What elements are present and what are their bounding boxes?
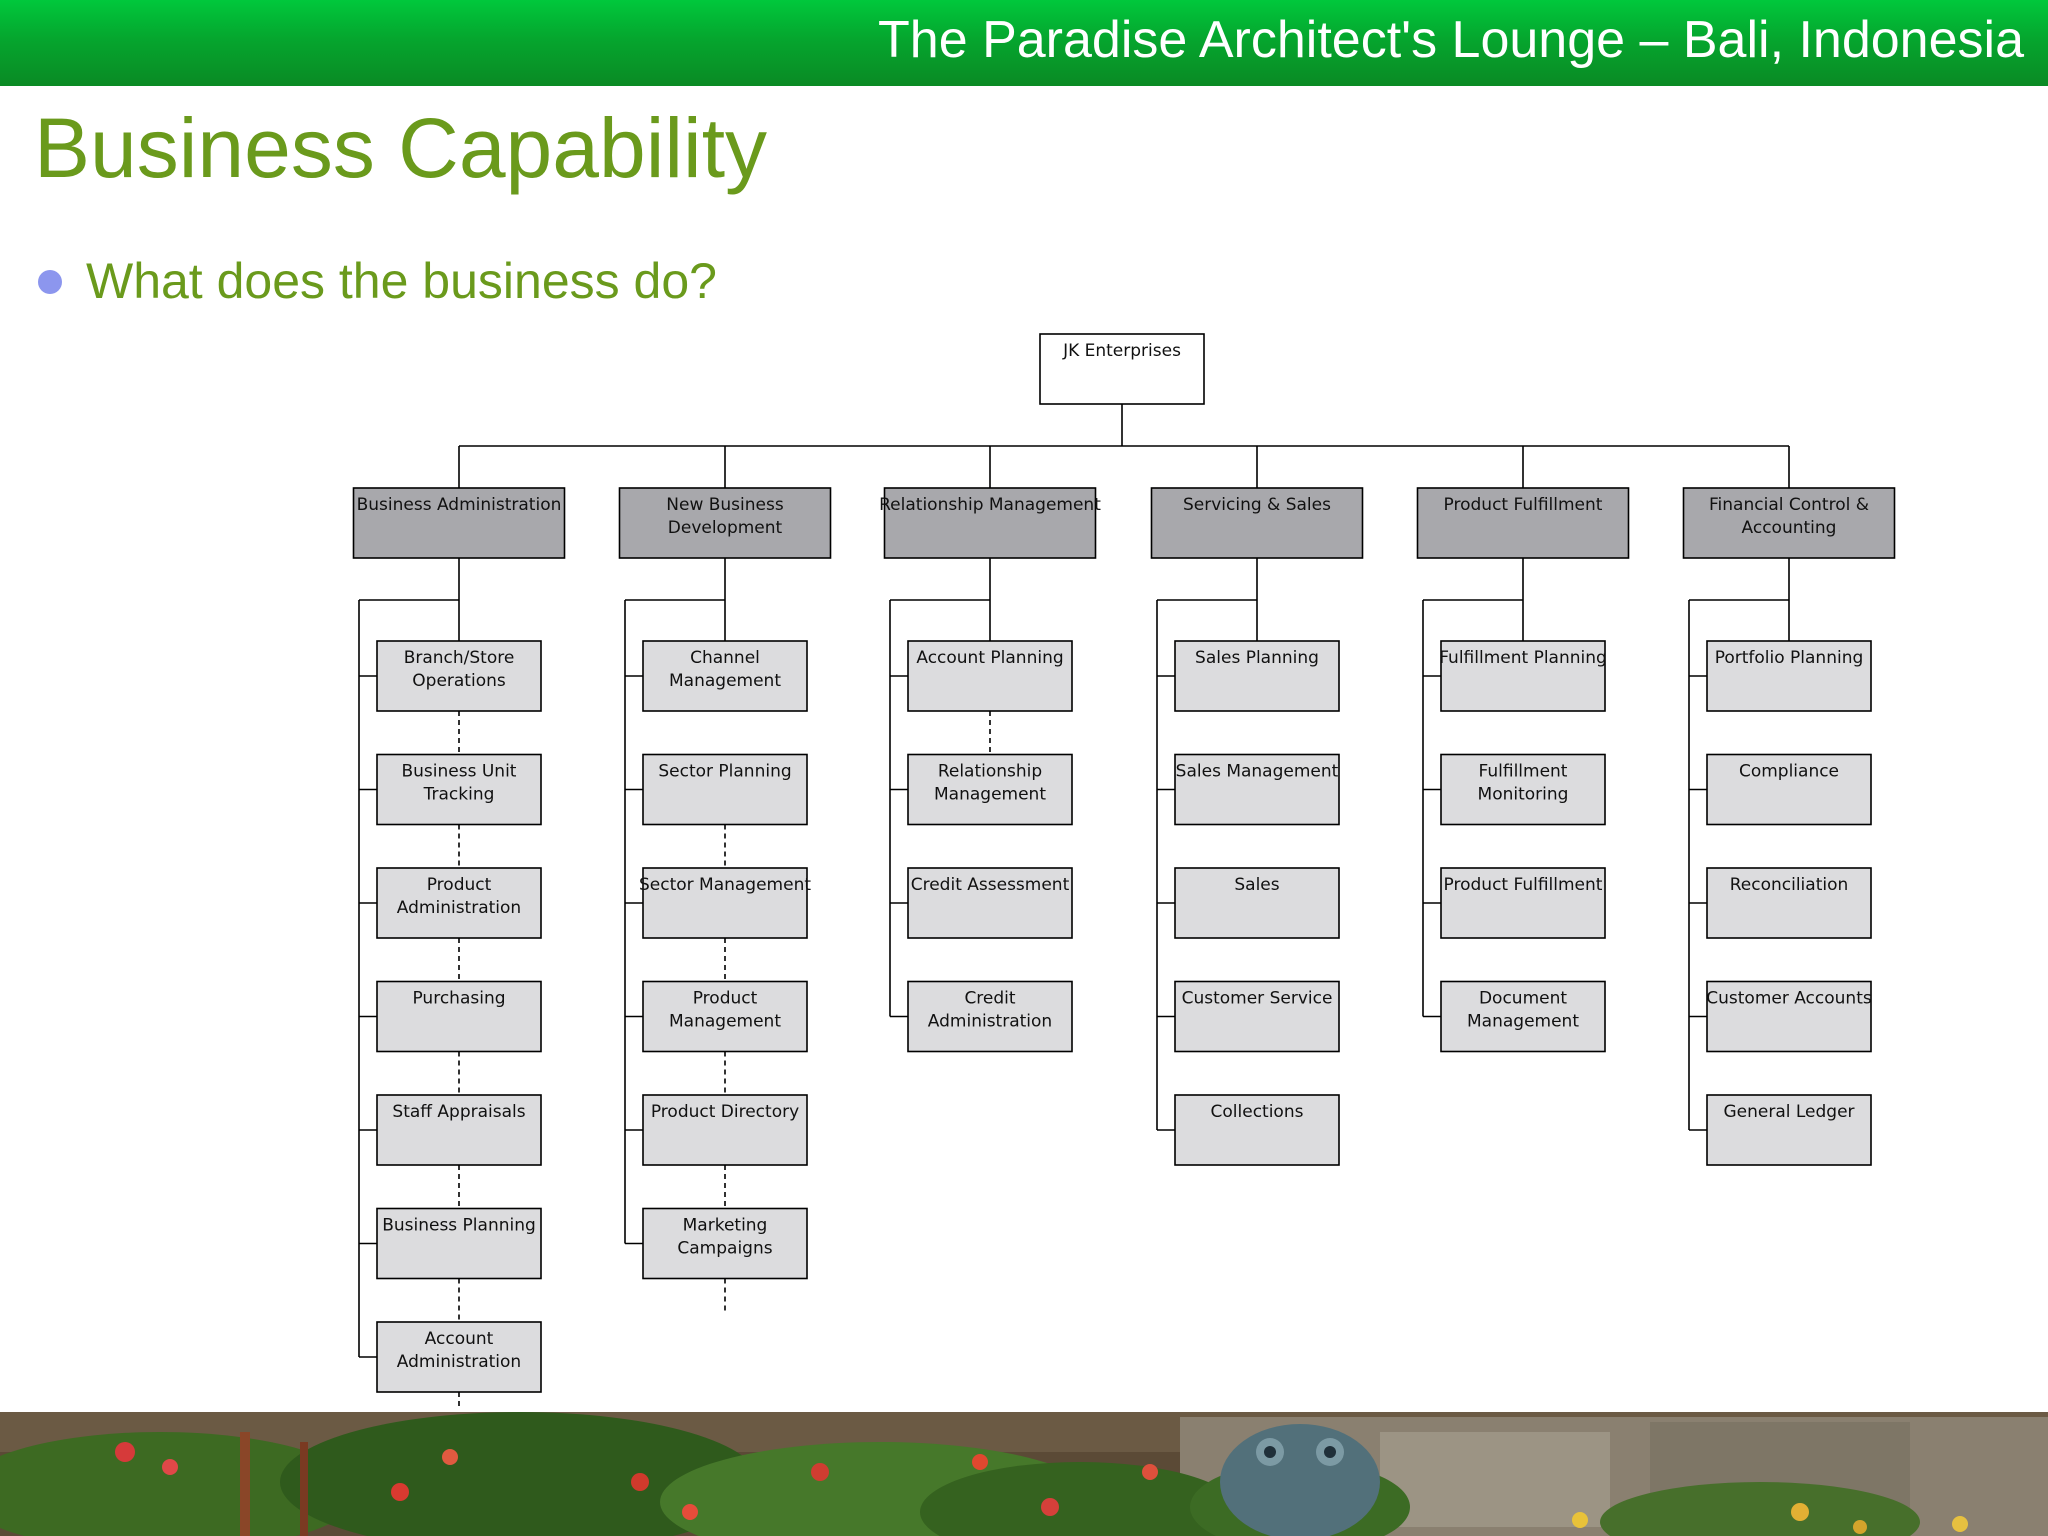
category-box-label: Servicing & Sales [1183, 495, 1331, 515]
item-box-label: Administration [397, 1352, 521, 1372]
item-box-label: Business Planning [382, 1216, 536, 1236]
item-box [376, 1207, 542, 1280]
item-box [1440, 753, 1606, 826]
category-box [1416, 487, 1630, 559]
item-box-label: Document [1479, 989, 1567, 1009]
item-box [1706, 867, 1872, 939]
item-box-label: Management [669, 671, 781, 691]
item-box-label: Tracking [423, 785, 495, 805]
item-box-label: Product Fulfillment [1444, 875, 1603, 895]
item-box-label: Customer Accounts [1706, 989, 1872, 1009]
item-box-label: General Ledger [1723, 1102, 1854, 1122]
item-box-label: Purchasing [412, 989, 505, 1009]
category-box-label: Development [668, 518, 783, 538]
item-box [376, 1321, 542, 1393]
item-box [1440, 980, 1606, 1053]
category-box-label: Product Fulfillment [1444, 495, 1603, 515]
root-node [1039, 333, 1205, 405]
category-box [618, 487, 832, 559]
item-box-label: Credit Assessment [911, 875, 1070, 895]
item-box [1174, 753, 1340, 826]
item-box [642, 753, 808, 826]
item-box-label: Marketing [683, 1216, 768, 1236]
item-box [376, 1094, 542, 1166]
item-box-label: Relationship [938, 762, 1042, 782]
item-box [376, 980, 542, 1053]
bullet-text: What does the business do? [86, 253, 717, 309]
item-box-label: Product Directory [651, 1102, 799, 1122]
item-box [376, 753, 542, 826]
item-box-label: Fulfillment [1479, 762, 1568, 782]
category-box-label: New Business [666, 495, 784, 515]
item-box [907, 867, 1073, 939]
item-box [1174, 640, 1340, 712]
item-box-label: Collections [1211, 1102, 1304, 1122]
item-box-label: Account [425, 1329, 494, 1349]
item-box-label: Product [427, 875, 492, 895]
slide-title: Business Capability [34, 101, 768, 195]
item-box-label: Monitoring [1478, 785, 1569, 805]
item-box [907, 640, 1073, 712]
item-box-label: Sales [1234, 875, 1279, 895]
item-box [642, 1094, 808, 1166]
item-box-label: Business Unit [402, 762, 517, 782]
garden-photo [0, 1412, 2048, 1536]
category-box-label: Relationship Management [879, 495, 1101, 515]
item-box-label: Administration [928, 1012, 1052, 1032]
item-box-label: Management [1467, 1012, 1579, 1032]
item-box [376, 640, 542, 712]
category-box [1682, 487, 1896, 559]
item-box [642, 1207, 808, 1280]
item-box-label: Operations [412, 671, 506, 691]
item-box [642, 867, 808, 939]
item-box-label: Channel [690, 648, 760, 668]
item-box-label: Fulfillment Planning [1439, 648, 1607, 668]
item-box [1174, 867, 1340, 939]
item-box-label: Staff Appraisals [392, 1102, 525, 1122]
item-box-label: Campaigns [677, 1239, 772, 1259]
item-box-label: Branch/Store [404, 648, 515, 668]
item-box [1706, 753, 1872, 826]
bullet-dot [38, 270, 62, 294]
category-box-label: Accounting [1742, 518, 1837, 538]
item-box-label: Compliance [1739, 762, 1839, 782]
item-box [1440, 640, 1606, 712]
item-box [907, 753, 1073, 826]
item-box [1174, 1094, 1340, 1166]
item-box-label: Customer Service [1182, 989, 1333, 1009]
item-box-label: Product [693, 989, 758, 1009]
item-box-label: Sales Planning [1195, 648, 1319, 668]
category-box [1150, 487, 1364, 559]
item-box [1440, 867, 1606, 939]
category-box [352, 487, 566, 559]
item-box-label: Credit [964, 989, 1015, 1009]
item-box [907, 980, 1073, 1053]
item-box-label: Account Planning [916, 648, 1063, 668]
category-box-label: Business Administration [357, 495, 562, 515]
header-bar: The Paradise Architect's Lounge – Bali, … [0, 0, 2048, 86]
item-box-label: Sector Management [639, 875, 811, 895]
item-box [1706, 640, 1872, 712]
category-box [883, 487, 1097, 559]
category-box-label: Financial Control & [1709, 495, 1869, 515]
item-box-label: Administration [397, 898, 521, 918]
item-box-label: Reconciliation [1730, 875, 1849, 895]
root-node-label: JK Enterprises [1062, 341, 1181, 361]
item-box [1706, 980, 1872, 1053]
item-box-label: Management [934, 785, 1046, 805]
item-box-label: Portfolio Planning [1715, 648, 1864, 668]
item-box [1706, 1094, 1872, 1166]
item-box-label: Sales Management [1176, 762, 1339, 782]
item-box-label: Management [669, 1012, 781, 1032]
item-box [642, 640, 808, 712]
item-box [376, 867, 542, 939]
item-box-label: Sector Planning [658, 762, 791, 782]
item-box [1174, 980, 1340, 1053]
header-title: The Paradise Architect's Lounge – Bali, … [878, 11, 2024, 69]
